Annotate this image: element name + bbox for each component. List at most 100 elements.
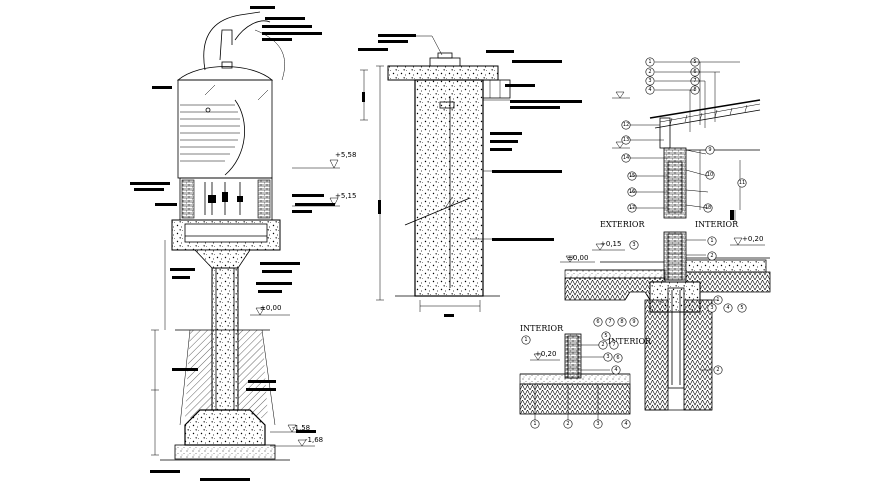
callout-number: 2 <box>716 367 719 373</box>
tank-inlet-pipes <box>203 11 271 71</box>
floor-foundation-detail: EXTERIOR INTERIOR +0,15 ±0,00 <box>560 210 771 411</box>
callout-circle <box>707 236 717 246</box>
chamber-section <box>358 34 582 317</box>
callout-number: 5 <box>604 333 607 339</box>
tank-footing <box>184 409 266 446</box>
callout-number: 2 <box>601 342 604 348</box>
callout-circle <box>593 419 603 429</box>
level-marker-footing-top: -1,58 <box>270 424 310 433</box>
callout-number: 12 <box>623 122 629 128</box>
callout-number: 8 <box>620 319 623 325</box>
svg-text:±0,00: ±0,00 <box>260 304 281 312</box>
svg-text:+5,58: +5,58 <box>335 151 356 159</box>
level-marker-exterior-floor: +0,15 <box>592 240 625 251</box>
level-marker-tank-base: +5,15 <box>292 192 356 207</box>
callout-circle <box>723 303 733 313</box>
callout-circle <box>530 419 540 429</box>
callout-circle <box>613 353 623 363</box>
label-interior: INTERIOR <box>695 220 739 229</box>
callout-number: 6 <box>596 319 599 325</box>
callout-number: 1 <box>710 238 713 244</box>
callout-circle <box>609 340 619 350</box>
level-marker-ground: ±0,00 <box>250 304 290 316</box>
callout-circle <box>705 170 715 180</box>
svg-text:+0,20: +0,20 <box>535 350 556 358</box>
callout-circle <box>737 303 747 313</box>
label-interior-left-2: INTERIOR <box>608 337 652 346</box>
water-tank-elevation: +5,58 +5,15 ±0,00 -1,58 -1,68 <box>130 6 356 481</box>
callout-number: 6 <box>616 355 619 361</box>
tank-cutaway-curve <box>224 99 245 176</box>
callout-number: 3 <box>606 354 609 360</box>
callout-number: 4 <box>648 87 651 93</box>
callout-circle <box>707 251 717 261</box>
svg-text:-1,58: -1,58 <box>292 424 310 432</box>
callout-number: 3 <box>648 78 651 84</box>
level-marker-interior-left: +0,20 <box>530 350 560 361</box>
callout-circle <box>645 57 655 67</box>
callout-circle <box>521 335 531 345</box>
callout-number: 13 <box>623 137 629 143</box>
callout-number: 9 <box>708 147 711 153</box>
svg-text:+0,15: +0,15 <box>600 240 621 248</box>
chamber-body <box>414 79 484 297</box>
callout-number: 1 <box>648 59 651 65</box>
callout-number: 7 <box>608 319 611 325</box>
callout-number: 1 <box>533 421 536 427</box>
label-exterior: EXTERIOR <box>600 220 645 229</box>
tank-note-bars <box>130 6 335 481</box>
svg-text:+5,15: +5,15 <box>335 192 356 200</box>
callout-circle <box>563 419 573 429</box>
tank-body <box>177 79 273 179</box>
callout-number: 2 <box>566 421 569 427</box>
outlet-pipe <box>479 79 511 99</box>
callout-circle <box>645 67 655 77</box>
callout-number: 11 <box>739 180 745 186</box>
wall-block <box>663 147 687 219</box>
callout-number: 3 <box>596 421 599 427</box>
callout-number: 5 <box>740 305 743 311</box>
callout-circle <box>598 340 608 350</box>
tank-ribs <box>180 104 240 162</box>
callout-number: 4 <box>726 305 729 311</box>
tank-lid <box>176 66 274 81</box>
callout-circle <box>645 76 655 86</box>
callout-number: 1 <box>524 337 527 343</box>
callout-circle <box>707 303 717 313</box>
chamber-cover <box>429 57 461 67</box>
callout-number: 9 <box>632 319 635 325</box>
callout-circle <box>621 419 631 429</box>
callout-number: 2 <box>648 69 651 75</box>
callout-number: 4 <box>614 367 617 373</box>
callout-number: 14 <box>623 155 629 161</box>
tank-leaders <box>204 84 269 101</box>
svg-text:+0,20: +0,20 <box>742 235 763 243</box>
callout-circle <box>629 240 639 250</box>
callout-number: 7 <box>612 342 615 348</box>
callout-number: 10 <box>707 172 713 178</box>
label-interior-left: INTERIOR <box>520 324 564 333</box>
callout-number: 3 <box>632 242 635 248</box>
chamber-note-bars <box>470 50 582 241</box>
callout-circle <box>645 85 655 95</box>
callout-circle <box>601 331 611 341</box>
callout-circle <box>617 317 627 327</box>
callout-number: 3 <box>710 305 713 311</box>
level-marker-exterior-ground: ±0,00 <box>560 254 595 263</box>
callout-circle <box>705 145 715 155</box>
svg-text:±0,00: ±0,00 <box>567 254 588 262</box>
tank-leader-curve <box>254 29 285 81</box>
callout-circle <box>713 365 723 375</box>
callout-circle <box>593 317 603 327</box>
callout-circle <box>737 178 747 188</box>
level-marker-footing-bottom: -1,68 <box>270 436 323 447</box>
callout-circle <box>611 365 621 375</box>
level-marker-interior-floor: +0,20 <box>730 235 765 246</box>
callout-number: 4 <box>624 421 627 427</box>
callout-number: 2 <box>710 253 713 259</box>
